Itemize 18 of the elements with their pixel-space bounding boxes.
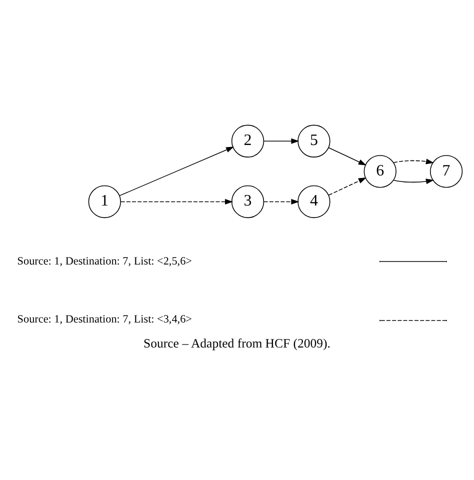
node-circle: 1 [88, 185, 121, 218]
arrow [263, 198, 300, 205]
node-circle: 4 [298, 185, 330, 218]
node-circle: 5 [298, 124, 330, 158]
caption: Source – Adapted from HCF (2009). [144, 336, 330, 350]
legend-label: Source: 1, Destination: 7, List: <2,5,6> [17, 255, 192, 268]
arrow [328, 147, 366, 166]
arrow [328, 177, 366, 196]
node-circle: 7 [430, 155, 463, 188]
node-circle: 6 [364, 155, 396, 188]
node-circle: 3 [231, 185, 264, 218]
legend-label: Source: 1, Destination: 7, List: <3,4,6> [17, 314, 192, 326]
arrow [393, 178, 434, 184]
node-circle: 2 [231, 124, 264, 158]
arrow [119, 146, 234, 196]
arrow [263, 138, 300, 144]
arrow [393, 158, 434, 164]
arrow [120, 198, 233, 205]
